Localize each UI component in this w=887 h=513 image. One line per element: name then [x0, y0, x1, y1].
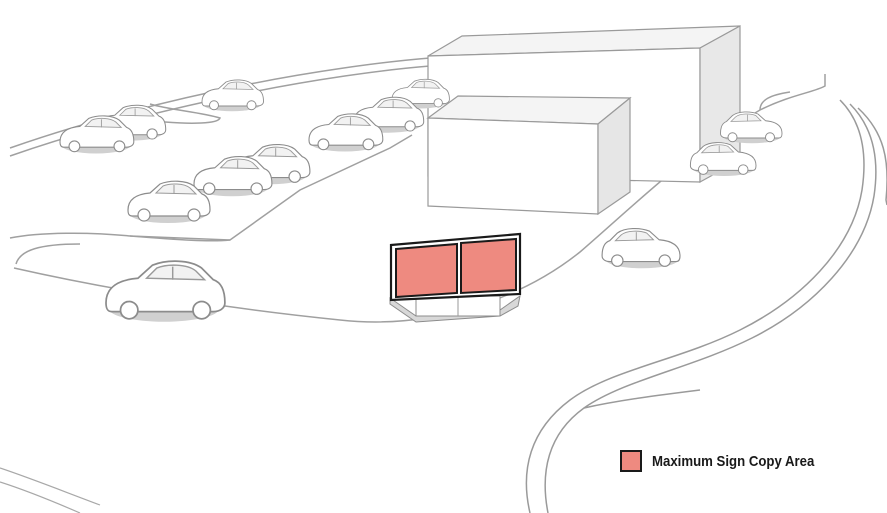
car	[602, 229, 680, 269]
sign-copy-panel-left	[396, 244, 457, 297]
car	[202, 80, 264, 111]
legend-label: Maximum Sign Copy Area	[652, 453, 814, 470]
lower-road-edge	[0, 468, 100, 513]
sign-copy-panel-right	[461, 239, 516, 293]
monument-sign	[390, 234, 520, 322]
legend: Maximum Sign Copy Area	[620, 450, 836, 472]
car	[106, 261, 225, 322]
building-front	[428, 96, 630, 214]
legend-swatch-icon	[620, 450, 642, 472]
